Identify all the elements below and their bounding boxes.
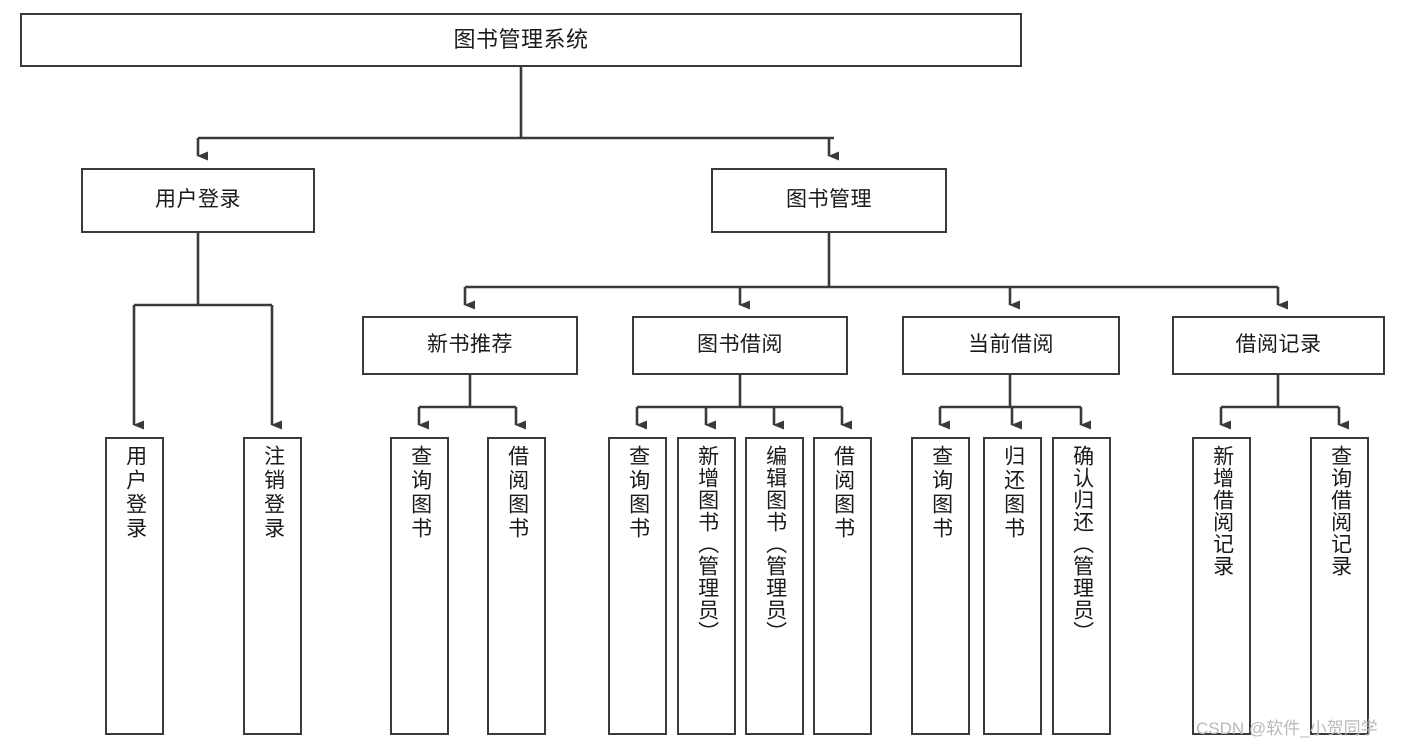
- node-label: 借阅记录: [1235, 333, 1322, 357]
- node-label: 借阅图书: [831, 445, 855, 541]
- leaf-edit-book-admin[interactable]: 编辑图书（管理员）: [745, 437, 804, 735]
- leaf-add-book-admin[interactable]: 新增图书（管理员）: [677, 437, 736, 735]
- node-new-book-recommend[interactable]: 新书推荐: [362, 316, 578, 375]
- node-label: 用户登录: [155, 188, 241, 212]
- node-label: 新增图书（管理员）: [695, 445, 719, 643]
- leaf-borrow-books-recommend[interactable]: 借阅图书: [487, 437, 546, 735]
- node-borrow-record[interactable]: 借阅记录: [1172, 316, 1385, 375]
- leaf-query-books-recommend[interactable]: 查询图书: [390, 437, 449, 735]
- node-label: 确认归还（管理员）: [1070, 445, 1094, 643]
- node-root[interactable]: 图书管理系统: [20, 13, 1022, 67]
- node-label: 查询借阅记录: [1328, 445, 1352, 577]
- leaf-return-books[interactable]: 归还图书: [983, 437, 1042, 735]
- leaf-confirm-return-admin[interactable]: 确认归还（管理员）: [1052, 437, 1111, 735]
- node-label: 注销登录: [261, 445, 285, 541]
- leaf-add-borrow-record[interactable]: 新增借阅记录: [1192, 437, 1251, 735]
- node-book-borrow[interactable]: 图书借阅: [632, 316, 848, 375]
- node-label: 图书借阅: [697, 333, 783, 357]
- node-label: 查询图书: [929, 445, 953, 541]
- node-label: 图书管理: [786, 188, 872, 212]
- node-label: 归还图书: [1001, 445, 1025, 541]
- node-label: 用户登录: [123, 445, 147, 541]
- node-label: 图书管理系统: [453, 27, 589, 53]
- leaf-borrow-books[interactable]: 借阅图书: [813, 437, 872, 735]
- leaf-query-books-current[interactable]: 查询图书: [911, 437, 970, 735]
- node-label: 借阅图书: [505, 445, 529, 541]
- node-label: 新书推荐: [427, 333, 513, 357]
- leaf-query-books-borrow[interactable]: 查询图书: [608, 437, 667, 735]
- node-label: 新增借阅记录: [1210, 445, 1234, 577]
- node-book-management[interactable]: 图书管理: [711, 168, 947, 233]
- node-label: 当前借阅: [968, 333, 1054, 357]
- node-label: 查询图书: [408, 445, 432, 541]
- watermark: CSDN @软件_小贺同学: [1196, 719, 1378, 738]
- leaf-logout[interactable]: 注销登录: [243, 437, 302, 735]
- node-label: 编辑图书（管理员）: [763, 445, 787, 643]
- leaf-query-borrow-record[interactable]: 查询借阅记录: [1310, 437, 1369, 735]
- node-current-borrow[interactable]: 当前借阅: [902, 316, 1120, 375]
- node-label: 查询图书: [626, 445, 650, 541]
- leaf-user-login[interactable]: 用户登录: [105, 437, 164, 735]
- node-user-login[interactable]: 用户登录: [81, 168, 315, 233]
